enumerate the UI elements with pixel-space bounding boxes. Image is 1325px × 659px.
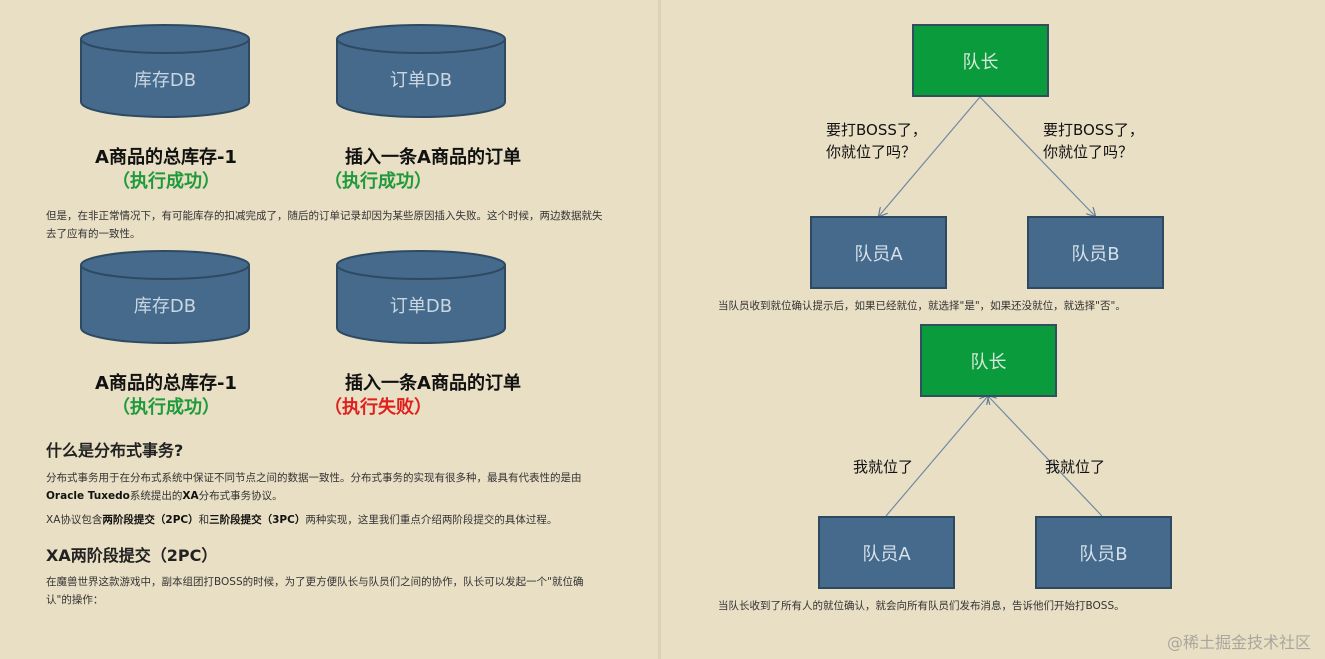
page-divider [658, 0, 661, 659]
inventory-caption-title-2: A商品的总库存-1 [95, 373, 237, 394]
inventory-caption-2: A商品的总库存-1 （执行成功） [66, 372, 266, 420]
paragraph-xa-protocol: XA协议包含两阶段提交（2PC）和三阶段提交（3PC）两种实现，这里我们重点介绍… [46, 514, 558, 526]
watermark: @稀土掘金技术社区 [1166, 633, 1311, 652]
member-a-box-2: 队员A [818, 516, 955, 589]
order-caption-title: 插入一条A商品的订单 [345, 147, 521, 168]
paragraph-distributed-tx: 分布式事务用于在分布式系统中保证不同节点之间的数据一致性。分布式事务的实现有很多… [46, 472, 582, 502]
arrow-leader-to-a [879, 96, 981, 216]
member-a-box: 队员A [810, 216, 947, 289]
caption-start-boss: 当队长收到了所有人的就位确认，就会向所有队员们发布消息，告诉他们开始打BOSS。 [718, 600, 1125, 612]
caption-confirm-prompt: 当队员收到就位确认提示后，如果已经就位，就选择"是"，如果还没就位，就选择"否"… [718, 300, 1126, 312]
arrow-leader-to-b [979, 96, 1095, 216]
order-caption-status: （执行成功） [324, 171, 432, 192]
inventory-db-label: 库存DB [133, 70, 197, 91]
reply-left: 我就位了 [853, 458, 914, 476]
member-b-box: 队员B [1027, 216, 1164, 289]
order-db-cylinder: 订单DB [336, 24, 506, 118]
order-caption-2: 插入一条A商品的订单 （执行失败） [318, 372, 548, 420]
inventory-caption-status-2: （执行成功） [112, 397, 220, 418]
order-db-label: 订单DB [389, 70, 453, 91]
question-left: 要打BOSS了， 你就位了吗？ [826, 121, 927, 161]
paragraph-wow-example: 在魔兽世界这款游戏中，副本组团打BOSS的时候，为了更方便队长与队员们之间的协作… [46, 576, 584, 606]
arrow-a-to-leader [885, 396, 988, 517]
heading-xa-2pc: XA两阶段提交（2PC） [46, 546, 218, 565]
order-caption-status-2: （执行失败） [324, 397, 432, 418]
leader-box: 队长 [912, 24, 1049, 97]
inventory-caption-status: （执行成功） [112, 171, 220, 192]
paragraph-inconsistency: 但是，在非正常情况下，有可能库存的扣减完成了，随后的订单记录却因为某些原因插入失… [46, 210, 603, 240]
inventory-db-label-2: 库存DB [133, 296, 197, 317]
reply-right: 我就位了 [1045, 458, 1106, 476]
heading-what-is-distributed-tx: 什么是分布式事务? [46, 441, 184, 460]
inventory-caption-title: A商品的总库存-1 [95, 147, 237, 168]
inventory-db-cylinder-2: 库存DB [80, 250, 250, 344]
arrow-b-to-leader [988, 396, 1103, 517]
member-b-box-2: 队员B [1035, 516, 1172, 589]
order-db-cylinder-2: 订单DB [336, 250, 506, 344]
order-caption-title-2: 插入一条A商品的订单 [345, 373, 521, 394]
inventory-db-cylinder: 库存DB [80, 24, 250, 118]
inventory-caption: A商品的总库存-1 （执行成功） [66, 146, 266, 194]
order-caption: 插入一条A商品的订单 （执行成功） [318, 146, 548, 194]
order-db-label-2: 订单DB [389, 296, 453, 317]
question-right: 要打BOSS了， 你就位了吗？ [1043, 121, 1144, 161]
leader-box-2: 队长 [920, 324, 1057, 397]
